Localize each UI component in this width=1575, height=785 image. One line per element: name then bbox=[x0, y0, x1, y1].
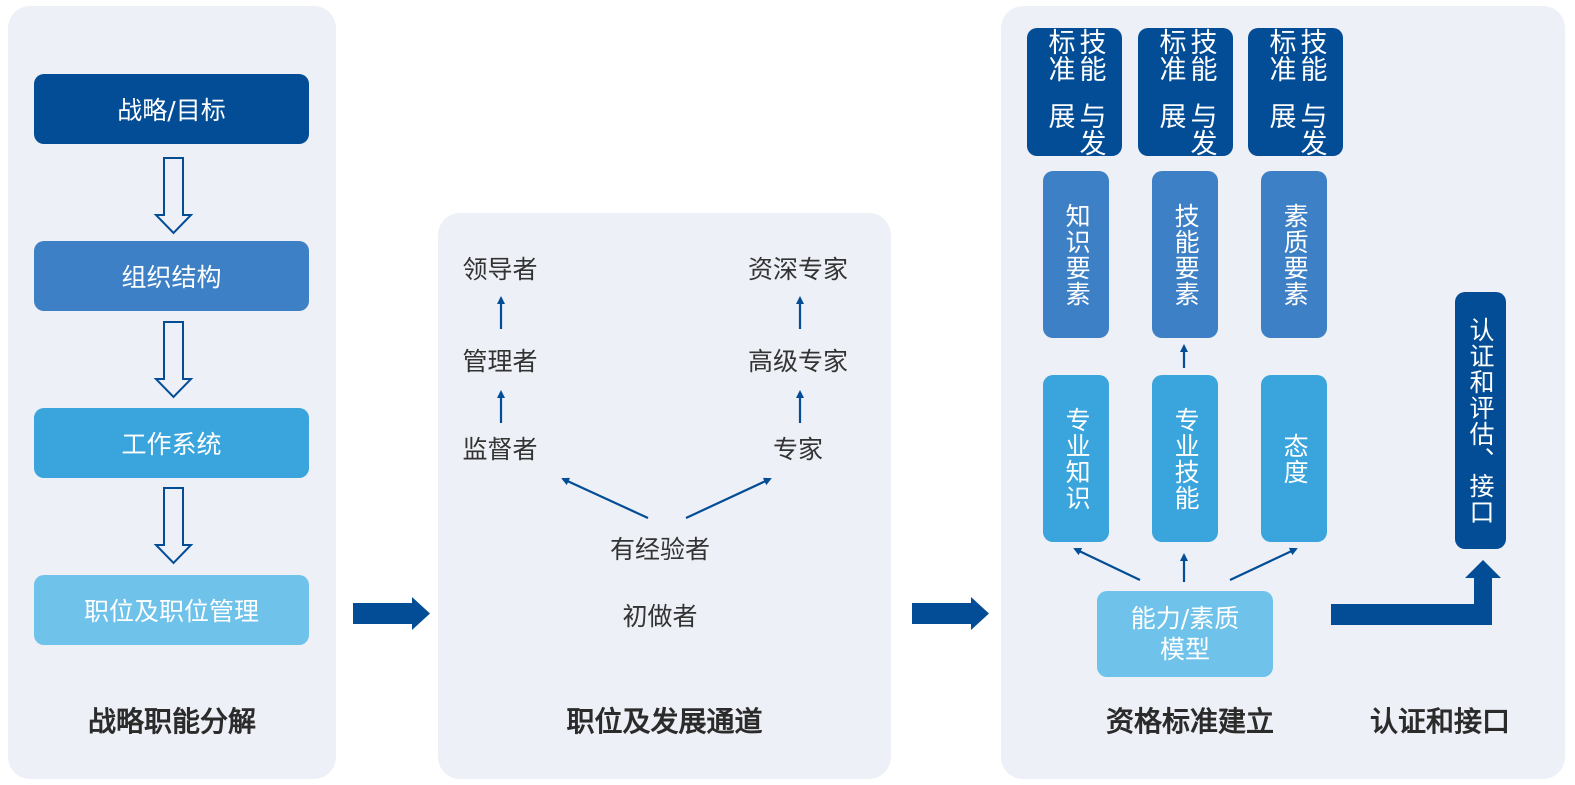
competency-knowledge: 专业知识 bbox=[1043, 375, 1109, 542]
label-manager: 管理者 bbox=[462, 347, 538, 376]
certification-box: 认证和评估、接口 bbox=[1455, 292, 1506, 549]
strategy-title: 战略职能分解 bbox=[87, 705, 256, 738]
element-skill: 技能要素 bbox=[1152, 171, 1218, 338]
right-arrow-icon bbox=[353, 597, 430, 630]
label-leader: 领导者 bbox=[462, 255, 538, 284]
element-knowledge: 知识要素 bbox=[1043, 171, 1109, 338]
career-panel bbox=[438, 213, 891, 779]
standard-text-main: 技能标准 bbox=[1043, 28, 1106, 82]
step-work-system: 工作系统 bbox=[34, 408, 309, 478]
step-org-structure: 组织结构 bbox=[34, 241, 309, 311]
label-supervisor: 监督者 bbox=[462, 435, 538, 464]
label-advanced-expert: 高级专家 bbox=[747, 347, 848, 376]
right-arrow-icon bbox=[912, 597, 989, 630]
competency-attitude: 态度 bbox=[1261, 375, 1327, 542]
qualification-title: 资格标准建立 bbox=[1105, 705, 1274, 738]
step-position-management: 职位及职位管理 bbox=[34, 575, 309, 645]
label-experienced: 有经验者 bbox=[609, 535, 710, 564]
label-senior-expert: 资深专家 bbox=[747, 255, 848, 284]
element-quality: 素质要素 bbox=[1261, 171, 1327, 338]
career-title: 职位及发展通道 bbox=[566, 705, 763, 738]
standard-text-sub: 与发展 bbox=[1154, 102, 1217, 156]
label-beginner: 初做者 bbox=[622, 602, 698, 631]
standard-text-sub: 与发展 bbox=[1264, 102, 1327, 156]
standard-text-main: 技能标准 bbox=[1264, 28, 1327, 82]
standard-text-sub: 与发展 bbox=[1043, 102, 1106, 156]
standard-box-3: 技能标准 与发展 bbox=[1248, 28, 1343, 156]
competency-model-box: 能力/素质 模型 bbox=[1097, 591, 1273, 677]
competency-skill: 专业技能 bbox=[1152, 375, 1218, 542]
standard-box-1: 技能标准 与发展 bbox=[1027, 28, 1122, 156]
certification-title: 认证和接口 bbox=[1369, 705, 1510, 738]
step-strategy-goal: 战略/目标 bbox=[34, 74, 309, 144]
standard-box-2: 技能标准 与发展 bbox=[1138, 28, 1233, 156]
label-expert: 专家 bbox=[772, 435, 823, 464]
standard-text-main: 技能标准 bbox=[1154, 28, 1217, 82]
